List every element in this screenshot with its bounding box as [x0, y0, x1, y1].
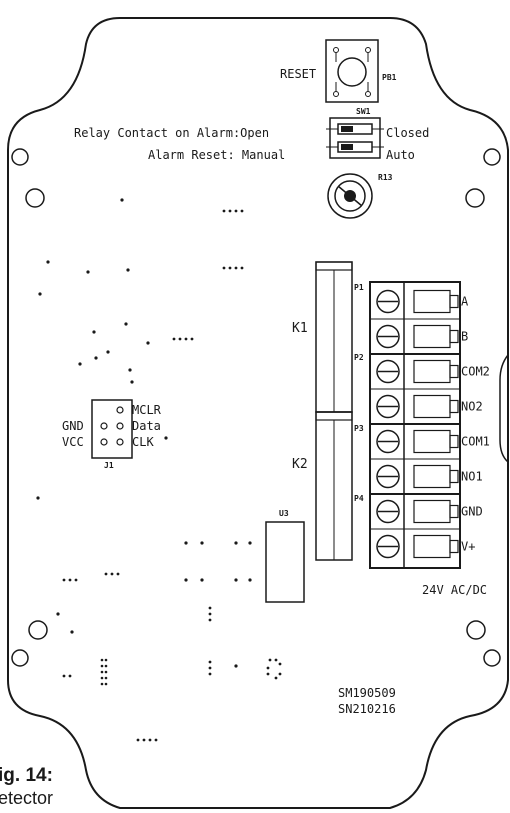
terminal-clamp	[413, 359, 451, 384]
terminal-clamp	[413, 499, 451, 524]
terminal-label: V+	[461, 540, 475, 554]
terminal-tab	[449, 294, 459, 309]
dip-switch-body	[329, 117, 381, 159]
pb-pin	[333, 47, 339, 53]
pb-pin	[333, 91, 339, 97]
terminal-label: NO1	[461, 470, 483, 484]
terminal-group-p1: P1	[354, 283, 364, 292]
terminal-label: B	[461, 330, 468, 344]
terminal-screw-no2[interactable]	[376, 394, 400, 419]
pb-pin	[365, 47, 371, 53]
r13-label: R13	[378, 173, 393, 182]
reset-button-body[interactable]	[325, 39, 379, 103]
terminal-tab	[449, 364, 459, 379]
mount-hole-right-top	[465, 188, 485, 208]
j1-pin	[116, 438, 124, 446]
terminal-clamp	[413, 464, 451, 489]
terminal-clamp	[413, 324, 451, 349]
terminal-screw-a[interactable]	[376, 289, 400, 314]
terminal-group-p4: P4	[354, 494, 364, 503]
terminal-label: GND	[461, 505, 483, 519]
dip-switch-2-knob	[341, 144, 353, 150]
u3-label: U3	[279, 509, 289, 518]
j1-pin-gnd: GND	[62, 419, 84, 433]
j1-pin	[100, 438, 108, 446]
switch-row1-right: Closed	[386, 126, 429, 140]
terminal-clamp	[413, 289, 451, 314]
potentiometer-outer[interactable]	[327, 173, 373, 219]
pb1-label: PB1	[382, 73, 397, 82]
pb-pin	[365, 91, 371, 97]
relay-k1-top	[315, 261, 353, 271]
mount-hole-right-bottom	[466, 620, 486, 640]
terminal-tab	[449, 329, 459, 344]
supply-label: 24V AC/DC	[422, 583, 487, 597]
terminal-screw-gnd[interactable]	[376, 499, 400, 524]
reset-button-cap[interactable]	[337, 57, 367, 87]
terminal-tab	[449, 469, 459, 484]
switch-row1-left: Relay Contact on Alarm:Open	[74, 126, 269, 140]
ic-u3	[265, 521, 305, 603]
j1-label: J1	[104, 461, 114, 470]
serial-sm: SM190509	[338, 686, 396, 700]
dip-switch-1-knob	[341, 126, 353, 132]
relay-k1-label: K1	[292, 321, 308, 336]
serial-sn: SN210216	[338, 702, 396, 716]
terminal-tab	[449, 504, 459, 519]
header-j1-outline	[91, 399, 133, 459]
terminal-screw-b[interactable]	[376, 324, 400, 349]
corner-hole-right-top	[483, 148, 501, 166]
mount-hole-left-bottom	[28, 620, 48, 640]
terminal-clamp	[413, 394, 451, 419]
j1-pin-data: Data	[132, 419, 161, 433]
figure-caption: etector	[0, 788, 53, 808]
corner-hole-left-top	[11, 148, 29, 166]
j1-pin-mclr: MCLR	[132, 403, 162, 417]
relay-k2-label: K2	[292, 457, 308, 472]
via-group	[36, 198, 282, 742]
terminal-label: NO2	[461, 400, 483, 414]
j1-pin	[100, 422, 108, 430]
j1-pin-vcc: VCC	[62, 435, 84, 449]
terminal-clamp	[413, 534, 451, 559]
terminal-tab	[449, 399, 459, 414]
j1-pin	[116, 406, 124, 414]
j1-pin-clk: CLK	[132, 435, 154, 449]
potentiometer-slot	[337, 185, 363, 207]
terminal-tab	[449, 539, 459, 554]
switch-row2-right: Auto	[386, 148, 415, 162]
mount-hole-left-top	[25, 188, 45, 208]
j1-pin	[116, 422, 124, 430]
sw1-label: SW1	[356, 107, 371, 116]
terminal-tab	[449, 434, 459, 449]
corner-hole-right-bottom	[483, 649, 501, 667]
enclosure-outline	[7, 17, 509, 809]
figure-number: ig. 14:	[0, 765, 53, 786]
terminal-label: COM2	[461, 365, 490, 379]
terminal-group-p3: P3	[354, 424, 364, 433]
terminal-label: A	[461, 295, 469, 309]
terminal-screw-no1[interactable]	[376, 464, 400, 489]
terminal-screw-com1[interactable]	[376, 429, 400, 454]
terminal-label: COM1	[461, 435, 490, 449]
side-tab	[499, 354, 509, 463]
switch-row2-left: Alarm Reset: Manual	[148, 148, 285, 162]
terminal-group-p2: P2	[354, 353, 364, 362]
terminal-screw-com2[interactable]	[376, 359, 400, 384]
reset-label: RESET	[280, 67, 316, 81]
terminal-clamp	[413, 429, 451, 454]
relay-k2-top	[315, 411, 353, 421]
potentiometer-inner	[334, 180, 366, 212]
terminal-screw-vplus[interactable]	[376, 534, 400, 559]
corner-hole-left-bottom	[11, 649, 29, 667]
